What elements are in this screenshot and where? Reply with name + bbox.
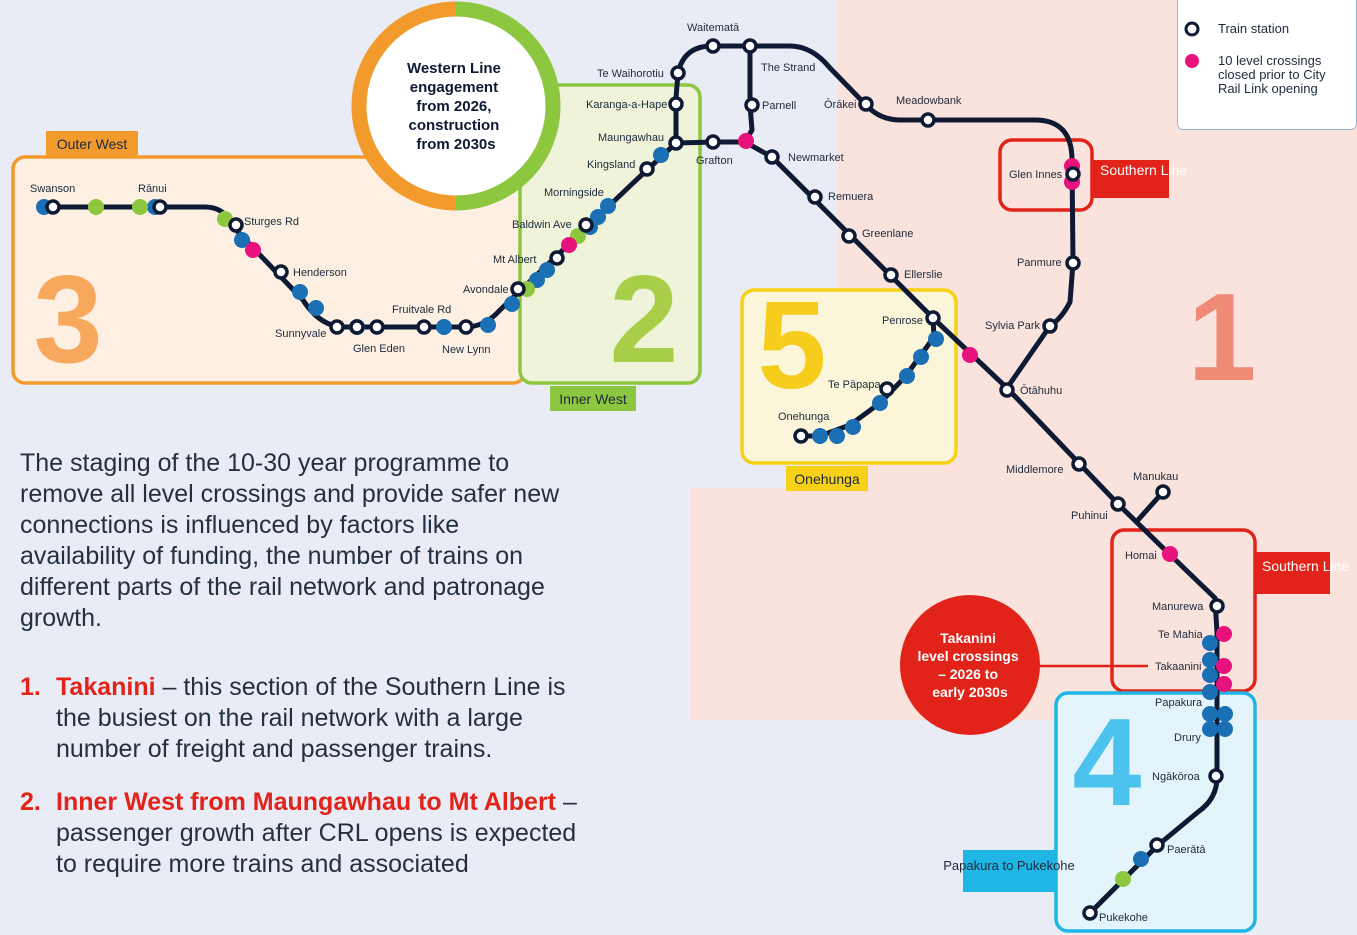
station-label-swanson: Swanson <box>30 183 75 195</box>
station-label-pukekohe: Pukekohe <box>1099 912 1148 924</box>
zone-number-4: 4 <box>1073 694 1142 832</box>
station-label-fruitvale-rd: Fruitvale Rd <box>392 304 451 316</box>
tag-southern-line-1-label: Southern Line <box>1100 162 1187 178</box>
station-label-newmarket: Newmarket <box>788 152 844 164</box>
western-callout-line-1: Western Line <box>407 60 501 77</box>
tag-papakura-pukekohe <box>963 850 1056 892</box>
intro-paragraph: The staging of the 10-30 year programme … <box>20 449 560 632</box>
tag-inner-west <box>550 386 636 411</box>
tag-southern-line-1 <box>1092 160 1169 198</box>
takanini-callout: Takanini level crossings – 2026 to early… <box>900 595 1148 735</box>
stage-item-2-body: – passenger growth after CRL opens is ex… <box>56 788 577 878</box>
stage-item-1-body: – this section of the Southern Line is t… <box>56 673 566 763</box>
station-labels: Swanson Rānui Sturges Rd Henderson Sunny… <box>30 22 1206 924</box>
eastern-line <box>747 43 1076 391</box>
svg-text:Western Line engagement: Western Line engagement from 2026, const… <box>407 60 505 153</box>
station-label-greenlane: Greenlane <box>862 228 913 240</box>
takanini-callout-line-2: level crossings <box>917 648 1018 664</box>
zone-number-5: 5 <box>758 277 827 415</box>
western-callout-line-3: from 2026, <box>416 98 491 115</box>
stage-item-1: 1. Takanini – this section of the Southe… <box>20 672 580 765</box>
western-callout-line-5: from 2030s <box>416 136 495 153</box>
tag-inner-west-label: Inner West <box>559 391 627 407</box>
station-label-glen-eden: Glen Eden <box>353 343 405 355</box>
station-label-puhinui: Puhinui <box>1071 510 1108 522</box>
station-label-paerata: Paerātā <box>1167 844 1206 856</box>
station-label-morningside: Morningside <box>544 187 604 199</box>
stage-item-2-title: Inner West from Maungawhau to Mt Albert <box>56 788 557 816</box>
station-label-maungawhau: Maungawhau <box>598 132 664 144</box>
station-label-panmure: Panmure <box>1017 257 1062 269</box>
legend: Train station 10 level crossings closed … <box>1177 0 1357 130</box>
station-label-parnell: Parnell <box>762 100 796 112</box>
station-label-te-mahia: Te Mahia <box>1158 629 1204 641</box>
legend-station-label: Train station <box>1218 21 1290 36</box>
station-label-meadowbank: Meadowbank <box>896 95 962 107</box>
station-label-homai: Homai <box>1125 550 1157 562</box>
tag-outer-west <box>46 131 138 156</box>
svg-text:Takanini level crossings: Takanini level crossings – 2026 to early… <box>917 630 1022 700</box>
tag-southern-line-2 <box>1255 552 1330 594</box>
station-label-ngakoroa: Ngākōroa <box>1152 771 1201 783</box>
station-label-the-strand: The Strand <box>761 62 815 74</box>
stage-item-1-title: Takanini <box>56 673 156 701</box>
station-label-te-waihorotiu: Te Waihorotiu <box>597 68 664 80</box>
station-label-waitemata: Waitematā <box>687 22 740 34</box>
stage-item-2: 2. Inner West from Maungawhau to Mt Albe… <box>20 787 580 880</box>
zone-number-2: 2 <box>610 251 679 389</box>
stations <box>45 38 1225 921</box>
station-label-orakei: Ōrākei <box>824 99 856 111</box>
tag-outer-west-label: Outer West <box>57 136 128 152</box>
tag-onehunga <box>786 466 868 491</box>
zone-papakura-box <box>1054 691 1257 933</box>
tag-southern-line-2-label: Southern Line <box>1262 558 1349 574</box>
crossings-pink <box>245 133 1232 692</box>
zone-onehunga-box <box>740 288 958 465</box>
stage-item-2-number: 2. <box>20 788 41 816</box>
station-label-karangahape: Karanga-a-Hape <box>586 99 667 111</box>
station-label-onehunga: Onehunga <box>778 411 830 423</box>
station-label-sturges-rd: Sturges Rd <box>244 216 299 228</box>
station-label-sunnyvale: Sunnyvale <box>275 328 326 340</box>
station-label-ranui: Rānui <box>138 183 167 195</box>
station-label-papakura: Papakura <box>1155 697 1203 709</box>
takanini-callout-line-1: Takanini <box>940 630 996 646</box>
tag-papakura-pukekohe-label: Papakura to Pukekohe <box>943 858 1075 873</box>
tag-onehunga-label: Onehunga <box>794 471 860 487</box>
station-label-baldwin-ave: Baldwin Ave <box>512 219 572 231</box>
station-label-mt-albert: Mt Albert <box>493 254 536 266</box>
station-label-otahuhu: Ōtāhuhu <box>1020 385 1062 397</box>
station-label-takaanini: Takaanini <box>1155 661 1201 673</box>
stage-list: 1. Takanini – this section of the Southe… <box>20 672 580 902</box>
zone-takanini-box <box>1110 528 1257 693</box>
level-crossing-icon <box>1185 54 1199 68</box>
station-label-middlemore: Middlemore <box>1006 464 1063 476</box>
station-label-glen-innes: Glen Innes <box>1009 169 1063 181</box>
stage-item-1-number: 1. <box>20 673 41 701</box>
western-callout-line-2: engagement <box>410 79 498 96</box>
station-label-manukau: Manukau <box>1133 471 1178 483</box>
zone-number-1: 1 <box>1188 269 1257 407</box>
station-label-avondale: Avondale <box>463 284 509 296</box>
legend-crossing-label: 10 level crossings closed prior to City … <box>1218 53 1326 96</box>
station-label-henderson: Henderson <box>293 267 347 279</box>
takanini-callout-line-3: – 2026 to <box>938 666 998 682</box>
station-label-remuera: Remuera <box>828 191 874 203</box>
station-label-manurewa: Manurewa <box>1152 601 1204 613</box>
station-label-new-lynn: New Lynn <box>442 344 491 356</box>
station-label-ellerslie: Ellerslie <box>904 269 943 281</box>
station-label-drury: Drury <box>1174 732 1201 744</box>
station-label-penrose: Penrose <box>882 315 923 327</box>
zone-number-3: 3 <box>34 251 103 389</box>
station-icon <box>1184 21 1200 37</box>
station-label-sylvia-park: Sylvia Park <box>985 320 1041 332</box>
takanini-callout-line-4: early 2030s <box>932 684 1008 700</box>
station-label-grafton: Grafton <box>696 155 733 167</box>
western-callout-line-4: construction <box>408 117 499 134</box>
station-label-te-papapa: Te Pāpapa <box>828 379 881 391</box>
station-label-kingsland: Kingsland <box>587 159 635 171</box>
western-line-callout: Western Line engagement from 2026, const… <box>351 1 561 211</box>
